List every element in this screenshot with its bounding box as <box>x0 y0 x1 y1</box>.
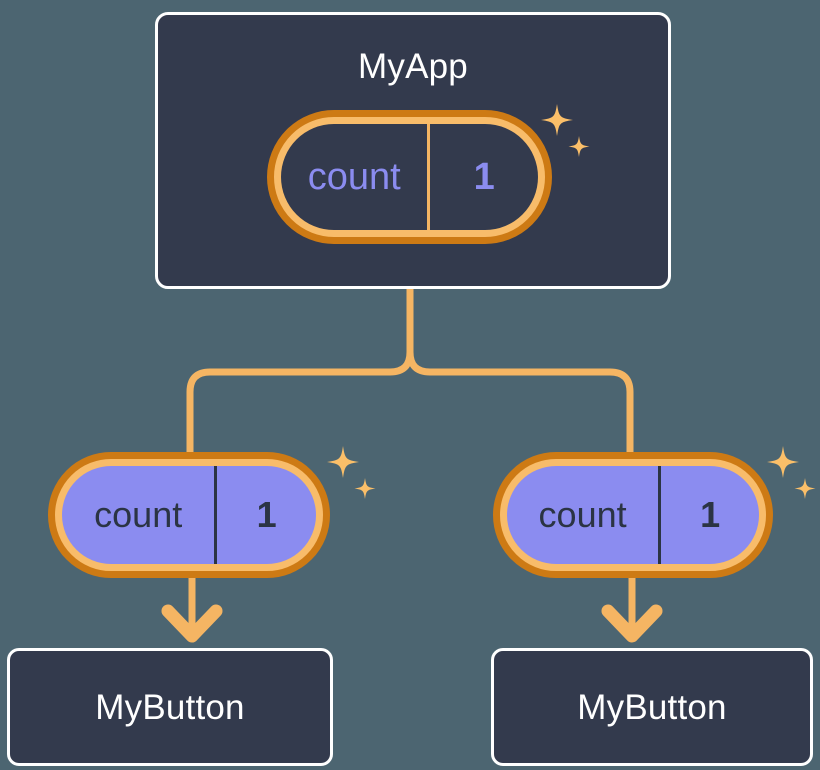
branch-line-left <box>186 348 414 459</box>
sparkle-small <box>794 478 816 499</box>
state-key: count <box>281 124 431 230</box>
state-key: count <box>507 466 662 564</box>
component-title: MyApp <box>358 47 468 86</box>
state-pill-body: count 1 <box>281 124 538 230</box>
state-value: 1 <box>473 156 495 198</box>
state-key: count <box>62 466 218 564</box>
arrow-down-icon-left <box>161 604 223 643</box>
branch-line-right <box>406 348 634 459</box>
state-pill-ring: count 1 <box>267 110 552 244</box>
state-value: 1 <box>256 494 277 535</box>
state-pill-child-0[interactable]: count 1 <box>48 452 330 578</box>
component-title: MyButton <box>577 687 727 727</box>
component-card-mybutton-0[interactable]: MyButton <box>7 648 333 766</box>
state-pill-body: count 1 <box>507 466 759 564</box>
state-pill-child-1[interactable]: count 1 <box>493 452 773 578</box>
component-card-mybutton-1[interactable]: MyButton <box>491 648 813 766</box>
state-pill-body: count 1 <box>62 466 316 564</box>
state-pill-ring: count 1 <box>48 452 330 578</box>
component-title: MyButton <box>95 687 245 727</box>
state-pill-ring: count 1 <box>493 452 773 578</box>
sparkle-small <box>354 478 376 499</box>
arrow-down-icon-right <box>601 604 663 643</box>
sparkles-icon <box>327 446 376 499</box>
state-pill-myapp[interactable]: count 1 <box>267 110 552 244</box>
sparkle-large <box>327 446 359 478</box>
state-value: 1 <box>700 494 721 535</box>
